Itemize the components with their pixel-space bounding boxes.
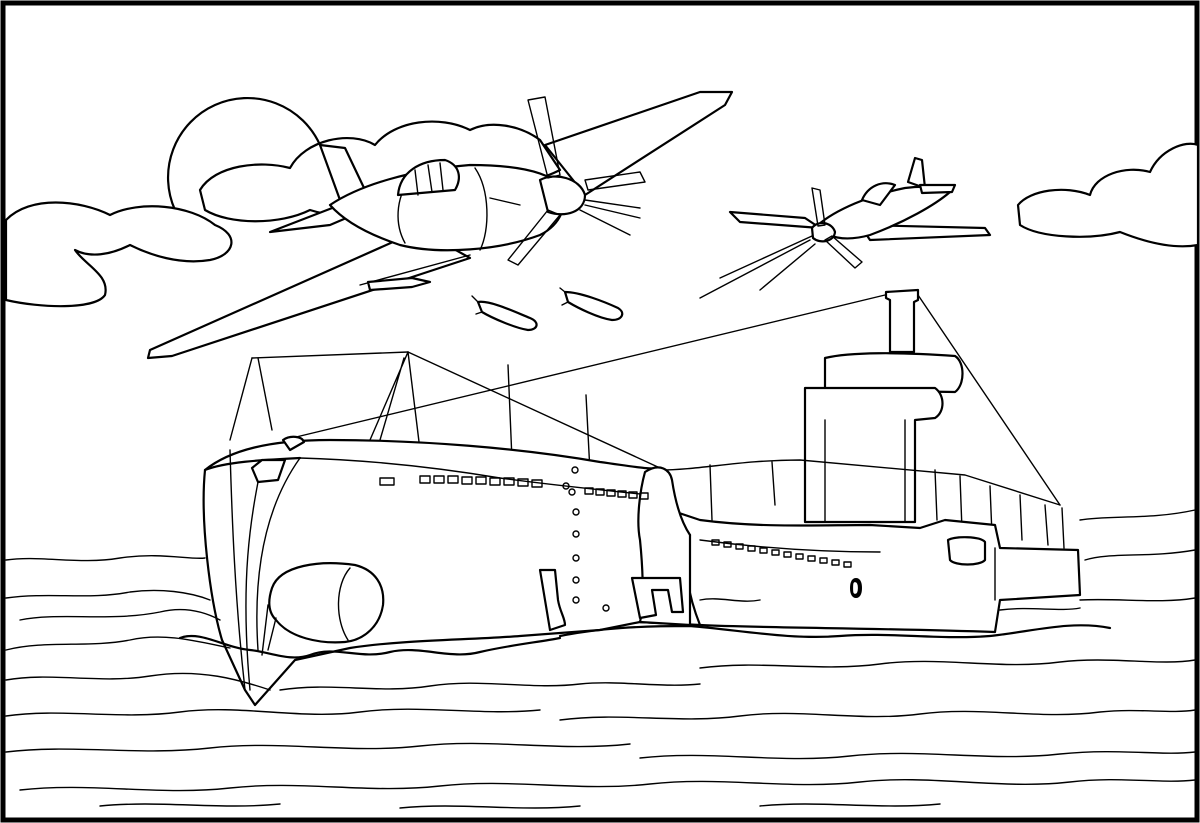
fighter-plane-small [699, 156, 992, 299]
cloud-right [1016, 142, 1200, 248]
ship-rigging [229, 294, 1065, 549]
fighter-plane-large [146, 90, 734, 360]
sea-waves [5, 509, 1196, 809]
sun [167, 97, 322, 212]
ship-portholes [379, 466, 852, 612]
falling-bombs [471, 287, 624, 332]
cargo-ship-hull [202, 435, 1082, 707]
ship-funnel [803, 288, 964, 524]
cloud-left [4, 201, 233, 308]
